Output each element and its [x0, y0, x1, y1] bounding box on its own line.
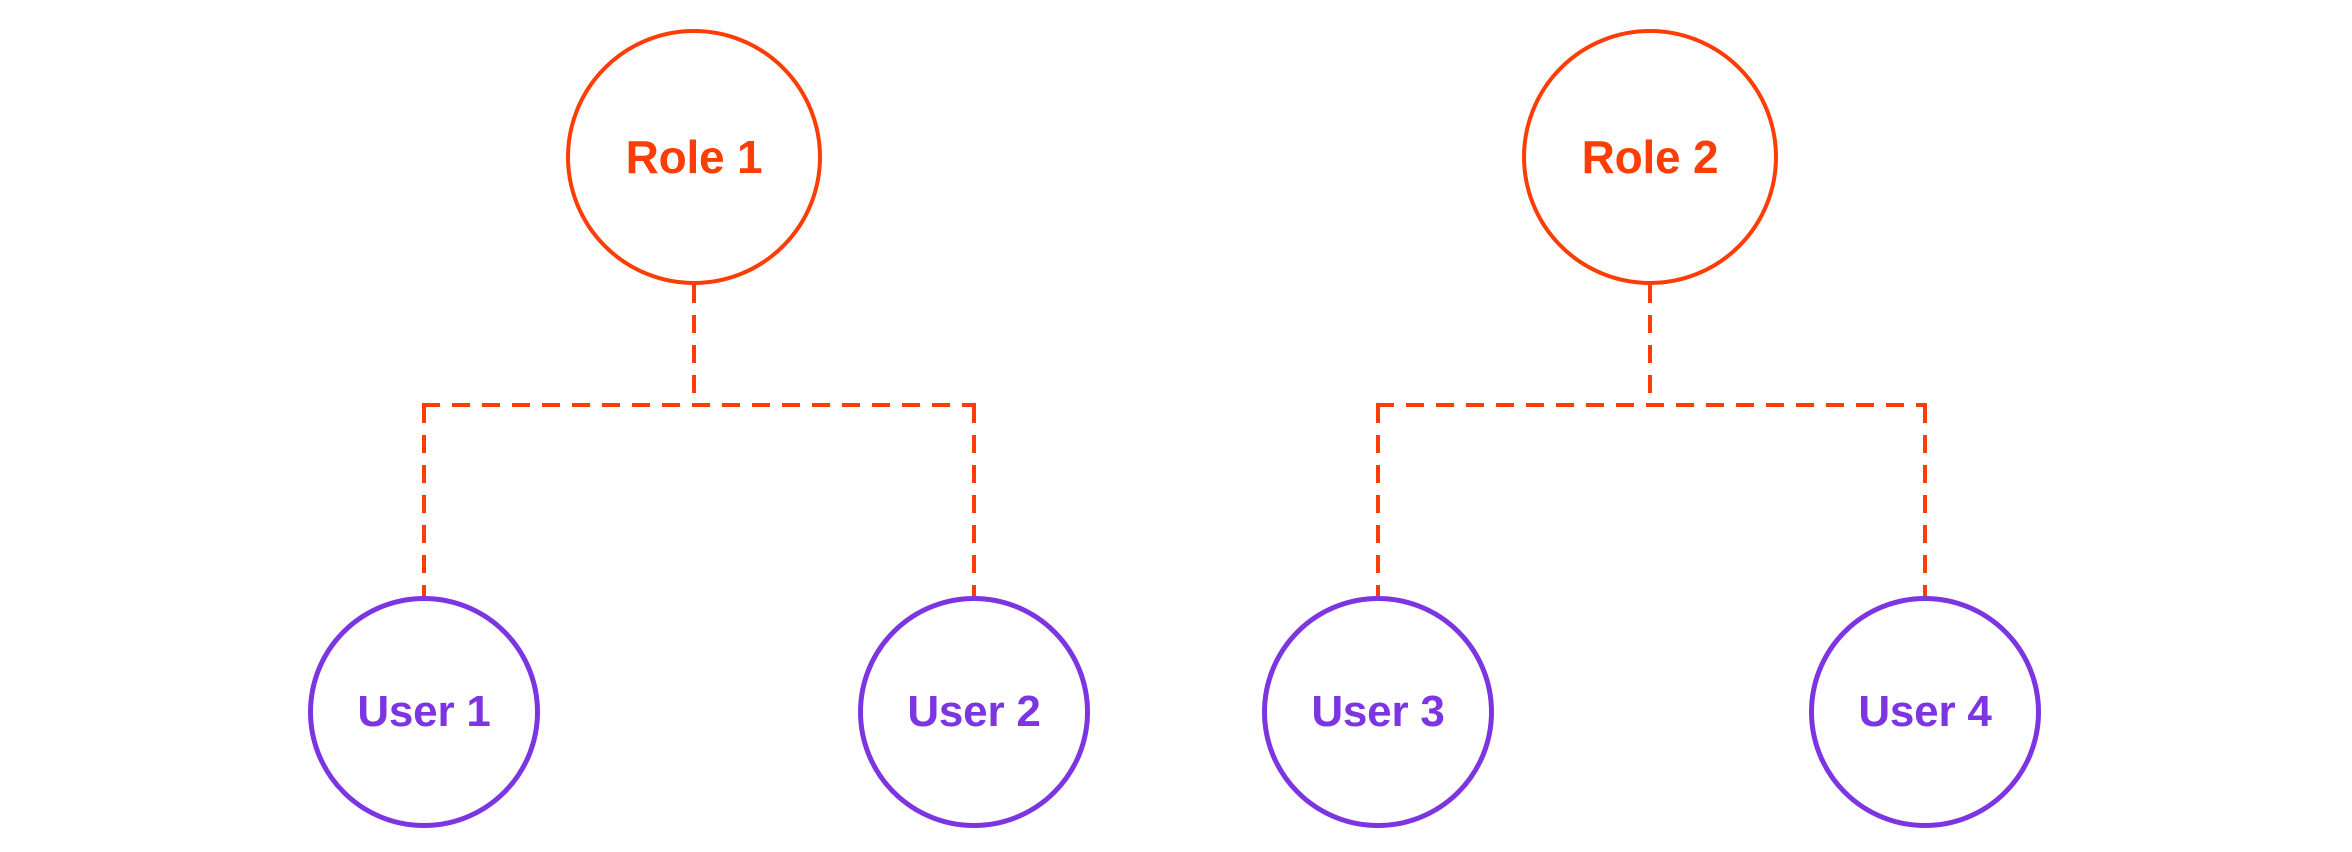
user-node-user-2[interactable]: User 2 [858, 596, 1090, 828]
user-node-label: User 4 [1858, 687, 1992, 736]
role-node-label: Role 1 [625, 131, 763, 183]
role-node-label: Role 2 [1581, 131, 1719, 183]
role-node-role-2[interactable]: Role 2 [1522, 29, 1778, 285]
user-node-user-1[interactable]: User 1 [308, 596, 540, 828]
user-node-label: User 3 [1311, 687, 1445, 736]
role-node-role-1[interactable]: Role 1 [566, 29, 822, 285]
user-node-label: User 1 [357, 687, 491, 736]
user-node-user-3[interactable]: User 3 [1262, 596, 1494, 828]
user-node-label: User 2 [907, 687, 1041, 736]
user-node-user-4[interactable]: User 4 [1809, 596, 2041, 828]
